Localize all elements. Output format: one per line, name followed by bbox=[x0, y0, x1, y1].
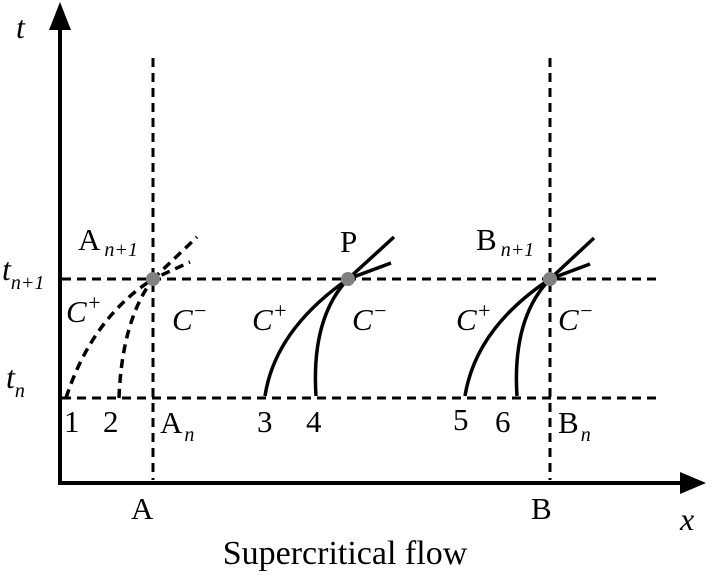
a-axis-label: A bbox=[131, 491, 154, 526]
foot-number-3: 3 bbox=[257, 404, 273, 439]
node-b-n-plus-1 bbox=[543, 272, 557, 286]
c-minus-label-right: C− bbox=[558, 298, 594, 337]
t-axis-arrowhead bbox=[49, 2, 71, 30]
b-axis-label: B bbox=[531, 491, 552, 526]
c-minus-label-left: C− bbox=[172, 298, 208, 337]
t-axis-label: t bbox=[16, 9, 26, 45]
foot-number-6: 6 bbox=[495, 404, 511, 439]
caption: Supercritical flow bbox=[223, 535, 468, 572]
c-plus-curve-left bbox=[64, 235, 199, 399]
node-a-n-plus-1 bbox=[146, 272, 160, 286]
c-plus-label-middle: C+ bbox=[252, 298, 288, 337]
t-n-label: tn bbox=[6, 359, 25, 402]
c-plus-curve-right bbox=[463, 236, 596, 397]
t-n-plus-1-label: tn+1 bbox=[2, 251, 44, 294]
foot-number-2: 2 bbox=[103, 404, 119, 439]
c-plus-label-right: C+ bbox=[456, 298, 492, 337]
p-label: P bbox=[340, 224, 357, 259]
c-plus-curve-middle bbox=[263, 235, 396, 397]
c-plus-label-left: C+ bbox=[66, 290, 102, 329]
node-p bbox=[341, 272, 355, 286]
x-axis-arrowhead bbox=[680, 472, 706, 494]
foot-number-4: 4 bbox=[306, 404, 322, 439]
foot-number-5: 5 bbox=[453, 402, 469, 437]
foot-number-1: 1 bbox=[64, 404, 80, 439]
x-axis-label: x bbox=[679, 501, 694, 537]
c-minus-label-middle: C− bbox=[352, 298, 388, 337]
